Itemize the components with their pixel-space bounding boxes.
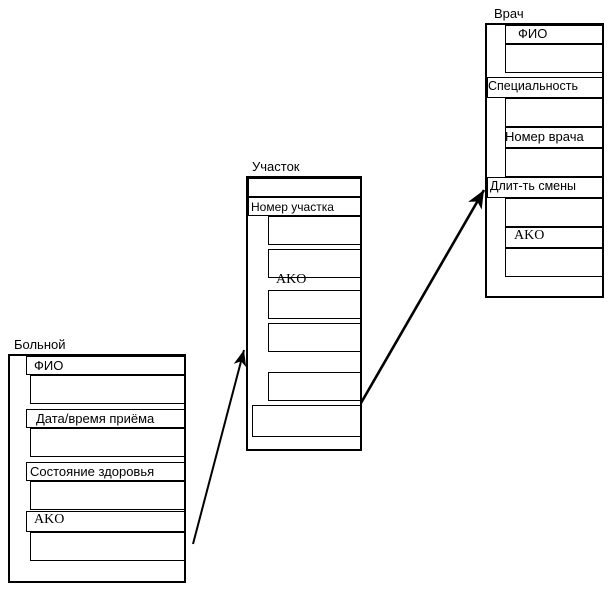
attribute-label-bolnoy-2: Состояние здоровья <box>30 464 155 479</box>
entity-title-bolnoy: Больной <box>14 337 66 352</box>
attribute-box-vrach-0[interactable] <box>505 25 604 44</box>
attribute-box-uchastok-0[interactable] <box>248 178 362 197</box>
attribute-box-bolnoy-0[interactable] <box>26 356 186 375</box>
attribute-value-box-vrach-2[interactable] <box>505 148 604 177</box>
attribute-value-box-vrach-3[interactable] <box>505 198 604 227</box>
attribute-label-bolnoy-1: Дата/время приёма <box>36 411 155 426</box>
attribute-value-box-bolnoy-3[interactable] <box>30 532 186 561</box>
attribute-label-vrach-2: Номер врача <box>505 129 584 144</box>
attribute-value-box-bolnoy-2[interactable] <box>30 481 186 510</box>
attribute-box-vrach-3[interactable] <box>487 177 604 198</box>
attribute-label-vrach-4: AKO <box>514 228 545 243</box>
attribute-value-box-uchastok-4[interactable] <box>268 372 362 401</box>
attribute-box-bolnoy-2[interactable] <box>26 462 186 481</box>
attribute-value-box-bolnoy-0[interactable] <box>30 375 186 404</box>
attribute-box-bolnoy-3[interactable] <box>26 511 186 532</box>
attribute-value-box-vrach-0[interactable] <box>505 44 604 73</box>
attribute-box-vrach-2[interactable] <box>505 127 604 148</box>
attribute-value-box-vrach-1[interactable] <box>505 98 604 127</box>
attribute-box-bolnoy-1[interactable] <box>26 409 186 428</box>
attribute-label-uchastok-2: AKO <box>276 272 307 287</box>
attribute-value-box-uchastok-5[interactable] <box>252 405 362 437</box>
attribute-label-box-uchastok-0[interactable] <box>248 197 362 216</box>
attribute-value-box-uchastok-3[interactable] <box>268 323 362 352</box>
attribute-value-box-uchastok-0[interactable] <box>268 216 362 245</box>
entity-title-uchastok: Участок <box>252 159 300 174</box>
attribute-label-vrach-1: Специальность <box>488 79 578 93</box>
attribute-label-vrach-3: Длит-ть смены <box>490 179 577 193</box>
arrow-bolnoy-to-uchastok <box>192 349 247 545</box>
attribute-label-uchastok-0: Номер участка <box>251 200 334 214</box>
attribute-box-vrach-1[interactable] <box>487 77 604 98</box>
attribute-value-box-uchastok-2[interactable] <box>268 290 362 319</box>
attribute-box-vrach-4[interactable] <box>505 227 604 248</box>
attribute-value-box-vrach-4[interactable] <box>505 248 604 277</box>
attribute-value-box-bolnoy-1[interactable] <box>30 428 186 457</box>
arrow-uchastok-to-vrach <box>359 189 486 404</box>
attribute-label-bolnoy-0: ФИО <box>34 358 64 373</box>
attribute-label-bolnoy-3: AKO <box>34 512 65 527</box>
entity-title-vrach: Врач <box>494 6 524 21</box>
attribute-label-vrach-0: ФИО <box>518 26 548 41</box>
